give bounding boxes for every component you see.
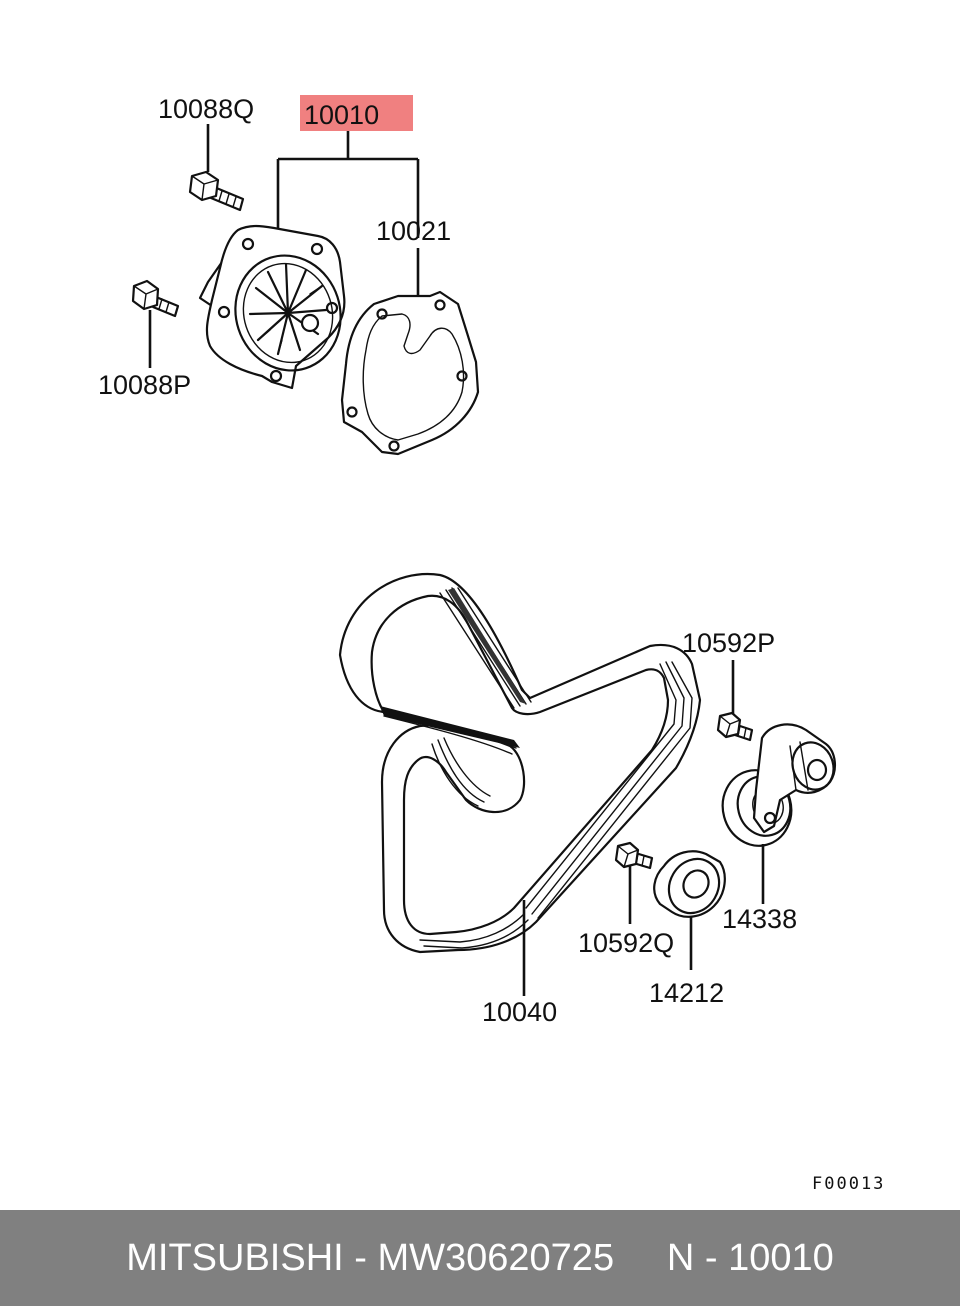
callout-idler[interactable]: 14212 [649, 978, 724, 1008]
bolt-10088q [188, 170, 245, 212]
callout-tensioner-bolt[interactable]: 10592P [682, 628, 775, 658]
callout-assembly[interactable]: 10010 [304, 100, 379, 130]
parts-diagram: 10010 10088Q 10088P 100 [98, 94, 885, 1194]
gasket-10021 [340, 290, 480, 456]
footer-part-label: MITSUBISHI - MW30620725 N - 10010 [126, 1236, 834, 1279]
callout-belt[interactable]: 10040 [482, 997, 557, 1027]
water-pump [198, 224, 346, 390]
callout-tensioner[interactable]: 14338 [722, 904, 797, 934]
callout-bolt-p[interactable]: 10088P [98, 370, 191, 400]
bolt-10592q [614, 841, 654, 870]
figure-code: F00013 [812, 1174, 885, 1194]
tensioner-14338 [721, 723, 836, 847]
idler-pulley-14212 [653, 850, 726, 918]
callout-gasket[interactable]: 10021 [376, 216, 451, 246]
callout-idler-bolt[interactable]: 10592Q [578, 928, 674, 958]
footer-bar: MITSUBISHI - MW30620725 N - 10010 [0, 1210, 960, 1306]
assembly-bracket [276, 131, 420, 238]
bolt-10088p [131, 279, 180, 318]
callout-highlight [300, 95, 413, 131]
bolt-10592p [716, 711, 754, 742]
drive-belt-10040 [338, 572, 702, 954]
callout-bolt-q[interactable]: 10088Q [158, 94, 254, 124]
